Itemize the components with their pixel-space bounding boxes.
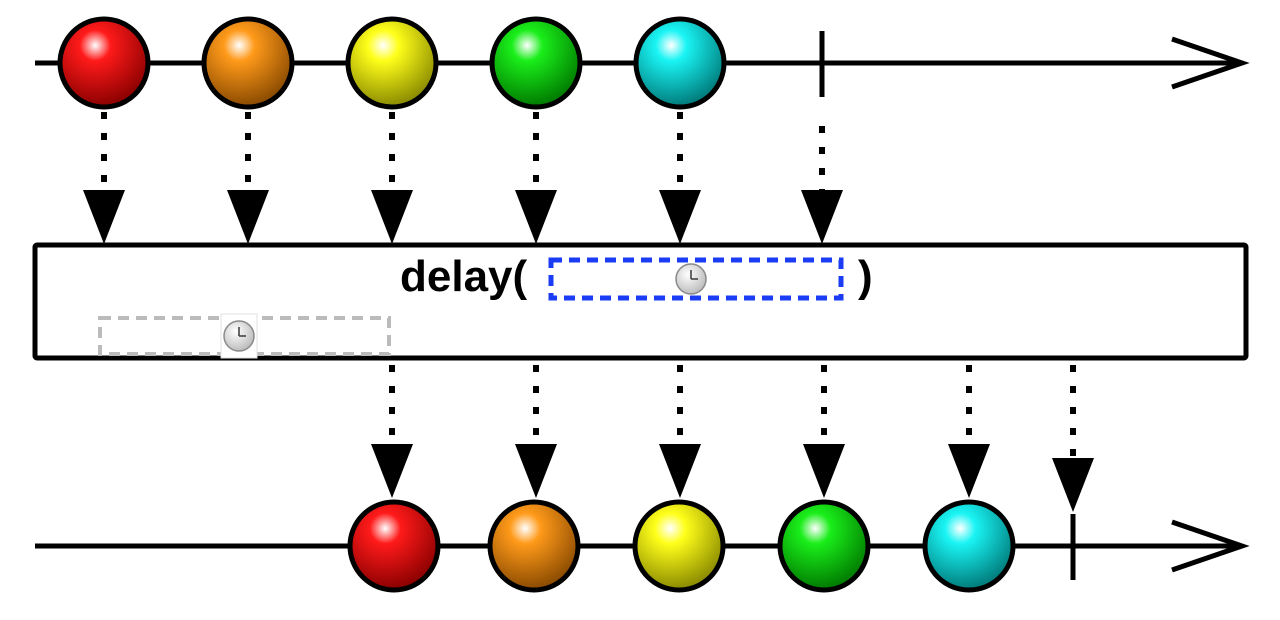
output-arrow — [515, 365, 557, 498]
source-timeline-arrowhead — [1171, 36, 1250, 90]
result-marble-yellow — [632, 499, 726, 593]
input-arrow — [83, 112, 125, 244]
input-completion-arrow — [801, 126, 843, 244]
source-timeline — [35, 16, 1250, 110]
clock-icon — [220, 313, 258, 359]
source-marble-green — [489, 16, 583, 110]
output-arrow — [803, 365, 845, 498]
operator-box-frame — [32, 242, 1249, 361]
result-marbles — [347, 499, 1016, 593]
result-marble-red — [347, 499, 441, 593]
output-arrow — [659, 365, 701, 498]
operator-param-box — [548, 257, 844, 301]
operator-close-paren: ) — [858, 252, 873, 301]
operator-box: delay( ) — [32, 242, 1249, 361]
input-arrow — [515, 112, 557, 244]
output-arrow — [371, 365, 413, 498]
operator-name: delay( — [400, 252, 528, 301]
source-marble-orange — [201, 16, 295, 110]
output-arrows — [371, 365, 1094, 512]
result-timeline-arrowhead — [1171, 519, 1250, 573]
source-marble-yellow — [345, 16, 439, 110]
input-arrow — [227, 112, 269, 244]
output-arrow — [948, 365, 990, 498]
result-marble-cyan — [922, 499, 1016, 593]
source-marbles — [57, 16, 727, 110]
source-marble-red — [57, 16, 151, 110]
result-marble-green — [777, 499, 871, 593]
clock-icon — [675, 263, 707, 295]
result-marble-orange — [487, 499, 581, 593]
output-completion-arrow — [1052, 365, 1094, 512]
result-timeline — [35, 499, 1250, 593]
source-marble-cyan — [633, 16, 727, 110]
input-arrow — [659, 112, 701, 244]
input-arrows — [83, 112, 843, 244]
input-arrow — [371, 112, 413, 244]
